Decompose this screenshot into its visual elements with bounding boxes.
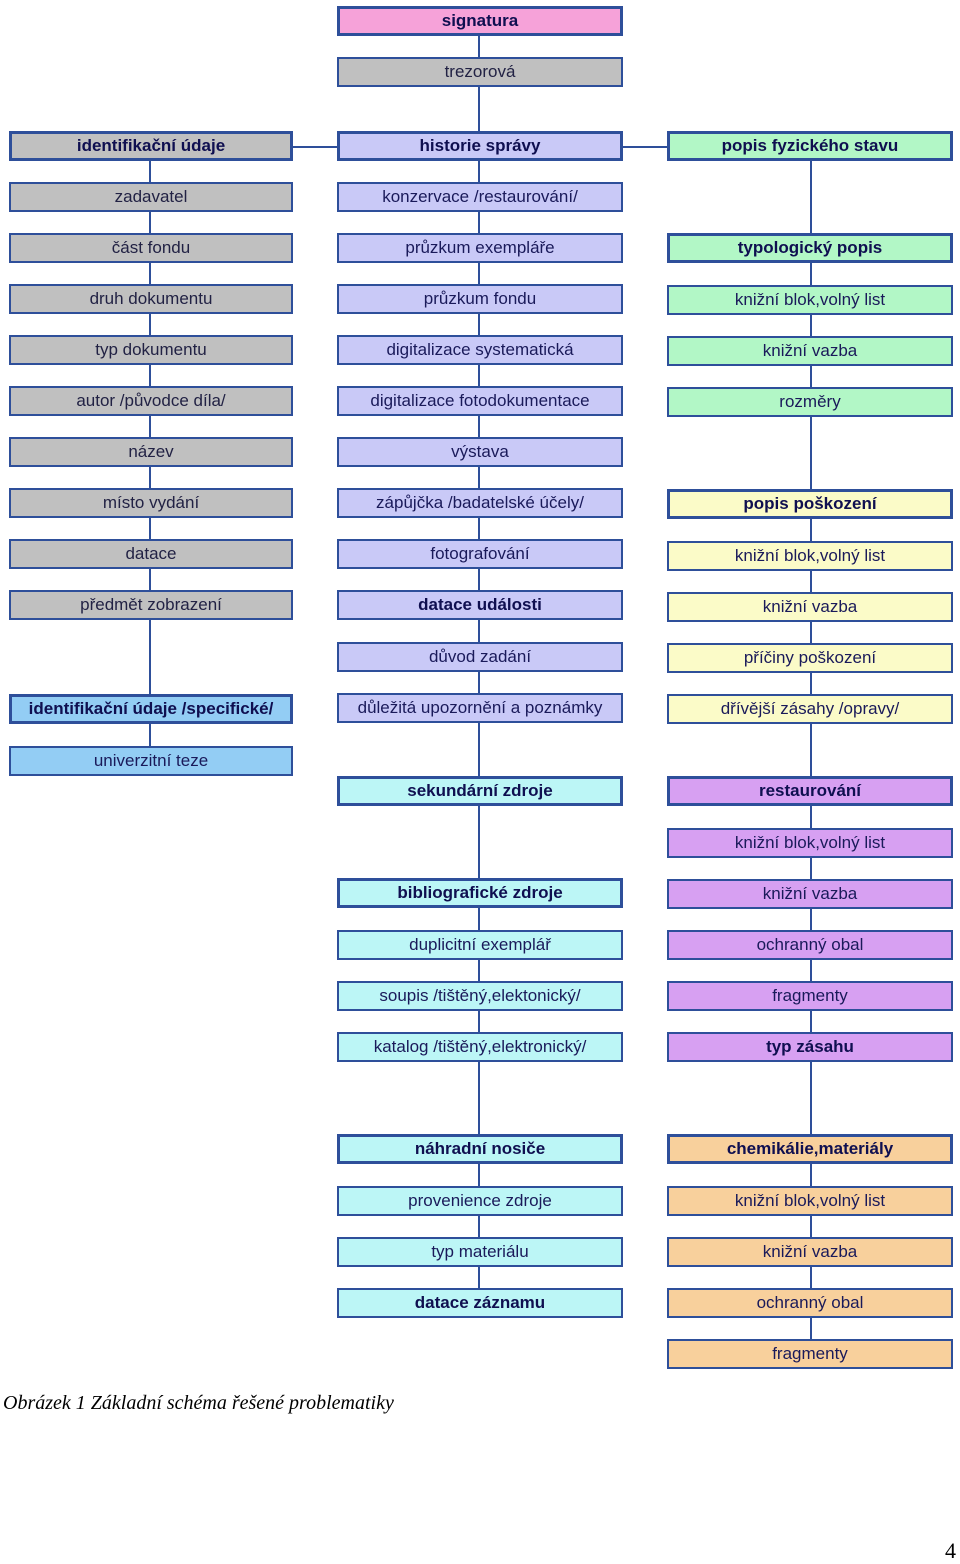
identifikace-item: autor /původce díla/ bbox=[9, 386, 293, 416]
typologicky-item: rozměry bbox=[667, 387, 953, 417]
identifikace-item: datace bbox=[9, 539, 293, 569]
chemikalie-item: fragmenty bbox=[667, 1339, 953, 1369]
restaurovani-head: restaurování bbox=[667, 776, 953, 806]
popis-poskozeni-head: popis poškození bbox=[667, 489, 953, 519]
typologicky-popis-head: typologický popis bbox=[667, 233, 953, 263]
popis-fyzickeho-stavu-head: popis fyzického stavu bbox=[667, 131, 953, 161]
chemikalie-item: knižní vazba bbox=[667, 1237, 953, 1267]
poskozeni-item: knižní vazba bbox=[667, 592, 953, 622]
nahradni-item: typ materiálu bbox=[337, 1237, 623, 1267]
typologicky-item: knižní blok,volný list bbox=[667, 285, 953, 315]
connector-center-spine bbox=[478, 35, 480, 1318]
historie-item: fotografování bbox=[337, 539, 623, 569]
restaurovani-item: ochranný obal bbox=[667, 930, 953, 960]
historie-item: konzervace /restaurování/ bbox=[337, 182, 623, 212]
identifikace-item: předmět zobrazení bbox=[9, 590, 293, 620]
restaurovani-item: knižní vazba bbox=[667, 879, 953, 909]
connector-left-horizontal bbox=[292, 146, 338, 148]
identifikace-item: část fondu bbox=[9, 233, 293, 263]
historie-item: průzkum exempláře bbox=[337, 233, 623, 263]
upozorneni-box: důležitá upozornění a poznámky bbox=[337, 693, 623, 723]
biblio-item: katalog /tištěný,elektronický/ bbox=[337, 1032, 623, 1062]
chemikalie-item: knižní blok,volný list bbox=[667, 1186, 953, 1216]
datace-udalosti-box: datace události bbox=[337, 590, 623, 620]
figure-caption: Obrázek 1 Základní schéma řešené problem… bbox=[3, 1392, 394, 1414]
identifikace-item: druh dokumentu bbox=[9, 284, 293, 314]
typ-zasahu-box: typ zásahu bbox=[667, 1032, 953, 1062]
historie-head: historie správy bbox=[337, 131, 623, 161]
chemikalie-item: ochranný obal bbox=[667, 1288, 953, 1318]
bibliograficke-zdroje-head: bibliografické zdroje bbox=[337, 878, 623, 908]
page-number: 4 bbox=[945, 1538, 956, 1563]
historie-item: výstava bbox=[337, 437, 623, 467]
duvod-zadani-box: důvod zadání bbox=[337, 642, 623, 672]
connector-left-spine bbox=[149, 160, 151, 775]
chemikalie-materialy-head: chemikálie,materiály bbox=[667, 1134, 953, 1164]
historie-item: digitalizace systematická bbox=[337, 335, 623, 365]
univerzitni-teze-box: univerzitní teze bbox=[9, 746, 293, 776]
nahradni-item: provenience zdroje bbox=[337, 1186, 623, 1216]
identifikace-item: typ dokumentu bbox=[9, 335, 293, 365]
sekundarni-zdroje-head: sekundární zdroje bbox=[337, 776, 623, 806]
identifikace-item: zadavatel bbox=[9, 182, 293, 212]
identifikace-item: název bbox=[9, 437, 293, 467]
nahradni-nosice-head: náhradní nosiče bbox=[337, 1134, 623, 1164]
signatura-box: signatura bbox=[337, 6, 623, 36]
connector-right-spine bbox=[810, 160, 812, 1368]
identifikacni-udaje-head: identifikační údaje bbox=[9, 131, 293, 161]
identifikace-item: místo vydání bbox=[9, 488, 293, 518]
datace-zaznamu-box: datace záznamu bbox=[337, 1288, 623, 1318]
historie-item: digitalizace fotodokumentace bbox=[337, 386, 623, 416]
connector-right-horizontal bbox=[622, 146, 668, 148]
restaurovani-item: knižní blok,volný list bbox=[667, 828, 953, 858]
poskozeni-item: dřívější zásahy /opravy/ bbox=[667, 694, 953, 724]
poskozeni-item: knižní blok,volný list bbox=[667, 541, 953, 571]
trezor-box: trezorová bbox=[337, 57, 623, 87]
typologicky-item: knižní vazba bbox=[667, 336, 953, 366]
historie-item: průzkum fondu bbox=[337, 284, 623, 314]
identifikacni-udaje-specificke-head: identifikační údaje /specifické/ bbox=[9, 694, 293, 724]
historie-item: zápůjčka /badatelské účely/ bbox=[337, 488, 623, 518]
restaurovani-item: fragmenty bbox=[667, 981, 953, 1011]
biblio-item: soupis /tištěný,elektonický/ bbox=[337, 981, 623, 1011]
poskozeni-item: příčiny poškození bbox=[667, 643, 953, 673]
biblio-item: duplicitní exemplář bbox=[337, 930, 623, 960]
schema-diagram: signatura trezorová historie správy konz… bbox=[9, 6, 953, 1369]
